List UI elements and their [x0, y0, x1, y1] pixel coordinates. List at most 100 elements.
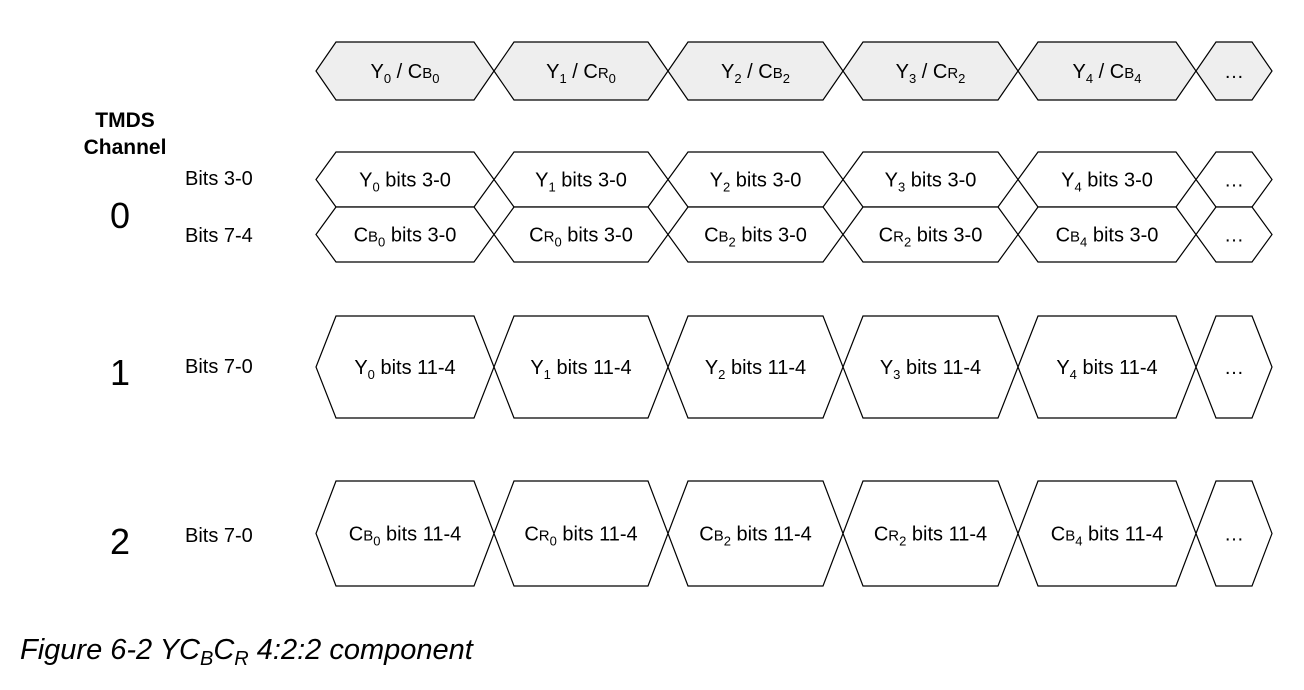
ch0-lane0-cell-5-label: … — [1224, 170, 1244, 192]
sample-symbol: C — [349, 524, 363, 546]
ch0-lane1-cell-3-shape — [842, 206, 1019, 263]
ch2-lane0-cell-1-label: CR0 bits 11-4 — [524, 524, 637, 549]
ch0-lane0-cell-1: Y1 bits 3-0 — [493, 151, 669, 208]
top-row-cell-1-shape — [493, 41, 669, 101]
sample-symbol: C — [1051, 524, 1065, 546]
sample-subscript: 0 — [378, 235, 385, 250]
sample-symbol: Y — [710, 170, 723, 192]
bits-text: bits 3-0 — [562, 225, 633, 247]
sample-subscript: 4 — [1080, 235, 1087, 250]
sample-subscript: 4 — [1070, 367, 1077, 382]
ch0-lane0-cell-1-label: Y1 bits 3-0 — [535, 170, 627, 195]
top-row-cell-5-ellipsis: … — [1224, 61, 1244, 83]
sample-symbol: Y — [359, 170, 372, 192]
ch0-lane0-cell-2: Y2 bits 3-0 — [667, 151, 844, 208]
ch1-lane0-cell-2-shape — [667, 315, 844, 419]
caption-sub-b: B — [200, 648, 214, 670]
component-letter: R — [544, 229, 555, 246]
c-symbol: C — [583, 61, 597, 83]
channel-1-lane-0-bits-label: Bits 7-0 — [185, 356, 253, 378]
bits-text: bits 11-4 — [1077, 357, 1158, 379]
sample-subscript: 0 — [372, 180, 379, 195]
sample-symbol: C — [1056, 225, 1070, 247]
ch1-lane0-cell-1-label: Y1 bits 11-4 — [530, 357, 631, 382]
ch1-lane0-cell-5-ellipsis: … — [1224, 357, 1244, 379]
c-subscript: 2 — [783, 71, 790, 86]
sample-subscript: 0 — [368, 367, 375, 382]
sample-symbol: C — [699, 524, 713, 546]
ch1-lane0-cell-5: … — [1195, 315, 1273, 419]
ch2-lane0-cell-3-shape — [842, 480, 1019, 587]
ch2-lane0-cell-3-label: CR2 bits 11-4 — [874, 524, 987, 549]
c-symbol: C — [1110, 61, 1124, 83]
top-row-cell-3-shape — [842, 41, 1019, 101]
ch0-lane0-cell-5: … — [1195, 151, 1273, 208]
bits-text: bits 11-4 — [551, 357, 632, 379]
ch0-lane0-cell-0: Y0 bits 3-0 — [315, 151, 495, 208]
ch0-lane0-cell-3-label: Y3 bits 3-0 — [885, 170, 977, 195]
ch0-lane1-cell-3-label: CR2 bits 3-0 — [879, 225, 983, 250]
separator: / — [567, 61, 584, 83]
bits-text: bits 11-4 — [557, 524, 638, 546]
tmds-heading-line2: Channel — [83, 136, 167, 159]
ch0-lane0-cell-2-label: Y2 bits 3-0 — [710, 170, 802, 195]
y-subscript: 0 — [384, 71, 391, 86]
ch1-lane0-cell-3: Y3 bits 11-4 — [842, 315, 1019, 419]
c-subscript: 2 — [958, 71, 965, 86]
component-letter: B — [1070, 229, 1080, 246]
ch0-lane1-cell-2: CB2 bits 3-0 — [667, 206, 844, 263]
top-row-cell-3: Y3 / CR2 — [842, 41, 1019, 101]
component-letter: B — [714, 528, 724, 545]
bits-text: bits 3-0 — [1087, 225, 1158, 247]
sample-subscript: 4 — [1075, 534, 1082, 549]
separator: / — [1093, 61, 1110, 83]
component-letter: B — [719, 229, 729, 246]
ch0-lane0-cell-0-label: Y0 bits 3-0 — [359, 170, 451, 195]
ch2-lane0-cell-5-label: … — [1224, 524, 1244, 546]
ch1-lane0-cell-0-label: Y0 bits 11-4 — [354, 357, 455, 382]
separator: / — [391, 61, 408, 83]
ch1-lane0-cell-3-label: Y3 bits 11-4 — [880, 357, 981, 382]
top-row-cell-5-shape — [1195, 41, 1273, 101]
top-row-cell-2-shape — [667, 41, 844, 101]
ch2-lane0-cell-0-label: CB0 bits 11-4 — [349, 524, 461, 549]
ch2-lane0-cell-4-label: CB4 bits 11-4 — [1051, 524, 1163, 549]
ch1-lane0-cell-4-label: Y4 bits 11-4 — [1056, 357, 1157, 382]
sample-symbol: C — [529, 225, 543, 247]
sample-symbol: Y — [530, 357, 543, 379]
bits-text: bits 11-4 — [900, 357, 981, 379]
sample-symbol: Y — [535, 170, 548, 192]
bits-text: bits 11-4 — [731, 524, 812, 546]
bits-text: bits 3-0 — [736, 225, 807, 247]
sample-subscript: 0 — [373, 534, 380, 549]
caption-prefix: Figure 6-2 YC — [20, 634, 200, 666]
y-subscript: 1 — [559, 71, 566, 86]
y-symbol: Y — [371, 61, 384, 83]
ch1-lane0-cell-4-shape — [1017, 315, 1197, 419]
ch0-lane1-cell-2-label: CB2 bits 3-0 — [704, 225, 807, 250]
c-subscript: 0 — [609, 71, 616, 86]
ch2-lane0-cell-2-shape — [667, 480, 844, 587]
separator: / — [916, 61, 933, 83]
ch1-lane0-cell-5-shape — [1195, 315, 1273, 419]
separator: / — [742, 61, 759, 83]
top-row-cell-4-label: Y4 / CB4 — [1073, 61, 1142, 86]
ch2-lane0-cell-2-label: CB2 bits 11-4 — [699, 524, 811, 549]
sample-symbol: Y — [885, 170, 898, 192]
sample-symbol: C — [874, 524, 888, 546]
top-row-cell-1: Y1 / CR0 — [493, 41, 669, 101]
bits-text: bits 3-0 — [911, 225, 982, 247]
figure-caption: Figure 6-2 YCBCR 4:2:2 component — [20, 634, 473, 671]
ch1-lane0-cell-0-shape — [315, 315, 495, 419]
top-row-cell-5: … — [1195, 41, 1273, 101]
sample-subscript: 0 — [554, 235, 561, 250]
sample-subscript: 4 — [1074, 180, 1081, 195]
top-row-cell-5-label: … — [1224, 61, 1244, 83]
sample-symbol: Y — [1061, 170, 1074, 192]
c-component-letter: B — [422, 65, 432, 82]
sample-subscript: 2 — [904, 235, 911, 250]
sample-subscript: 3 — [898, 180, 905, 195]
c-component-letter: R — [947, 65, 958, 82]
bits-text: bits 3-0 — [380, 170, 451, 192]
